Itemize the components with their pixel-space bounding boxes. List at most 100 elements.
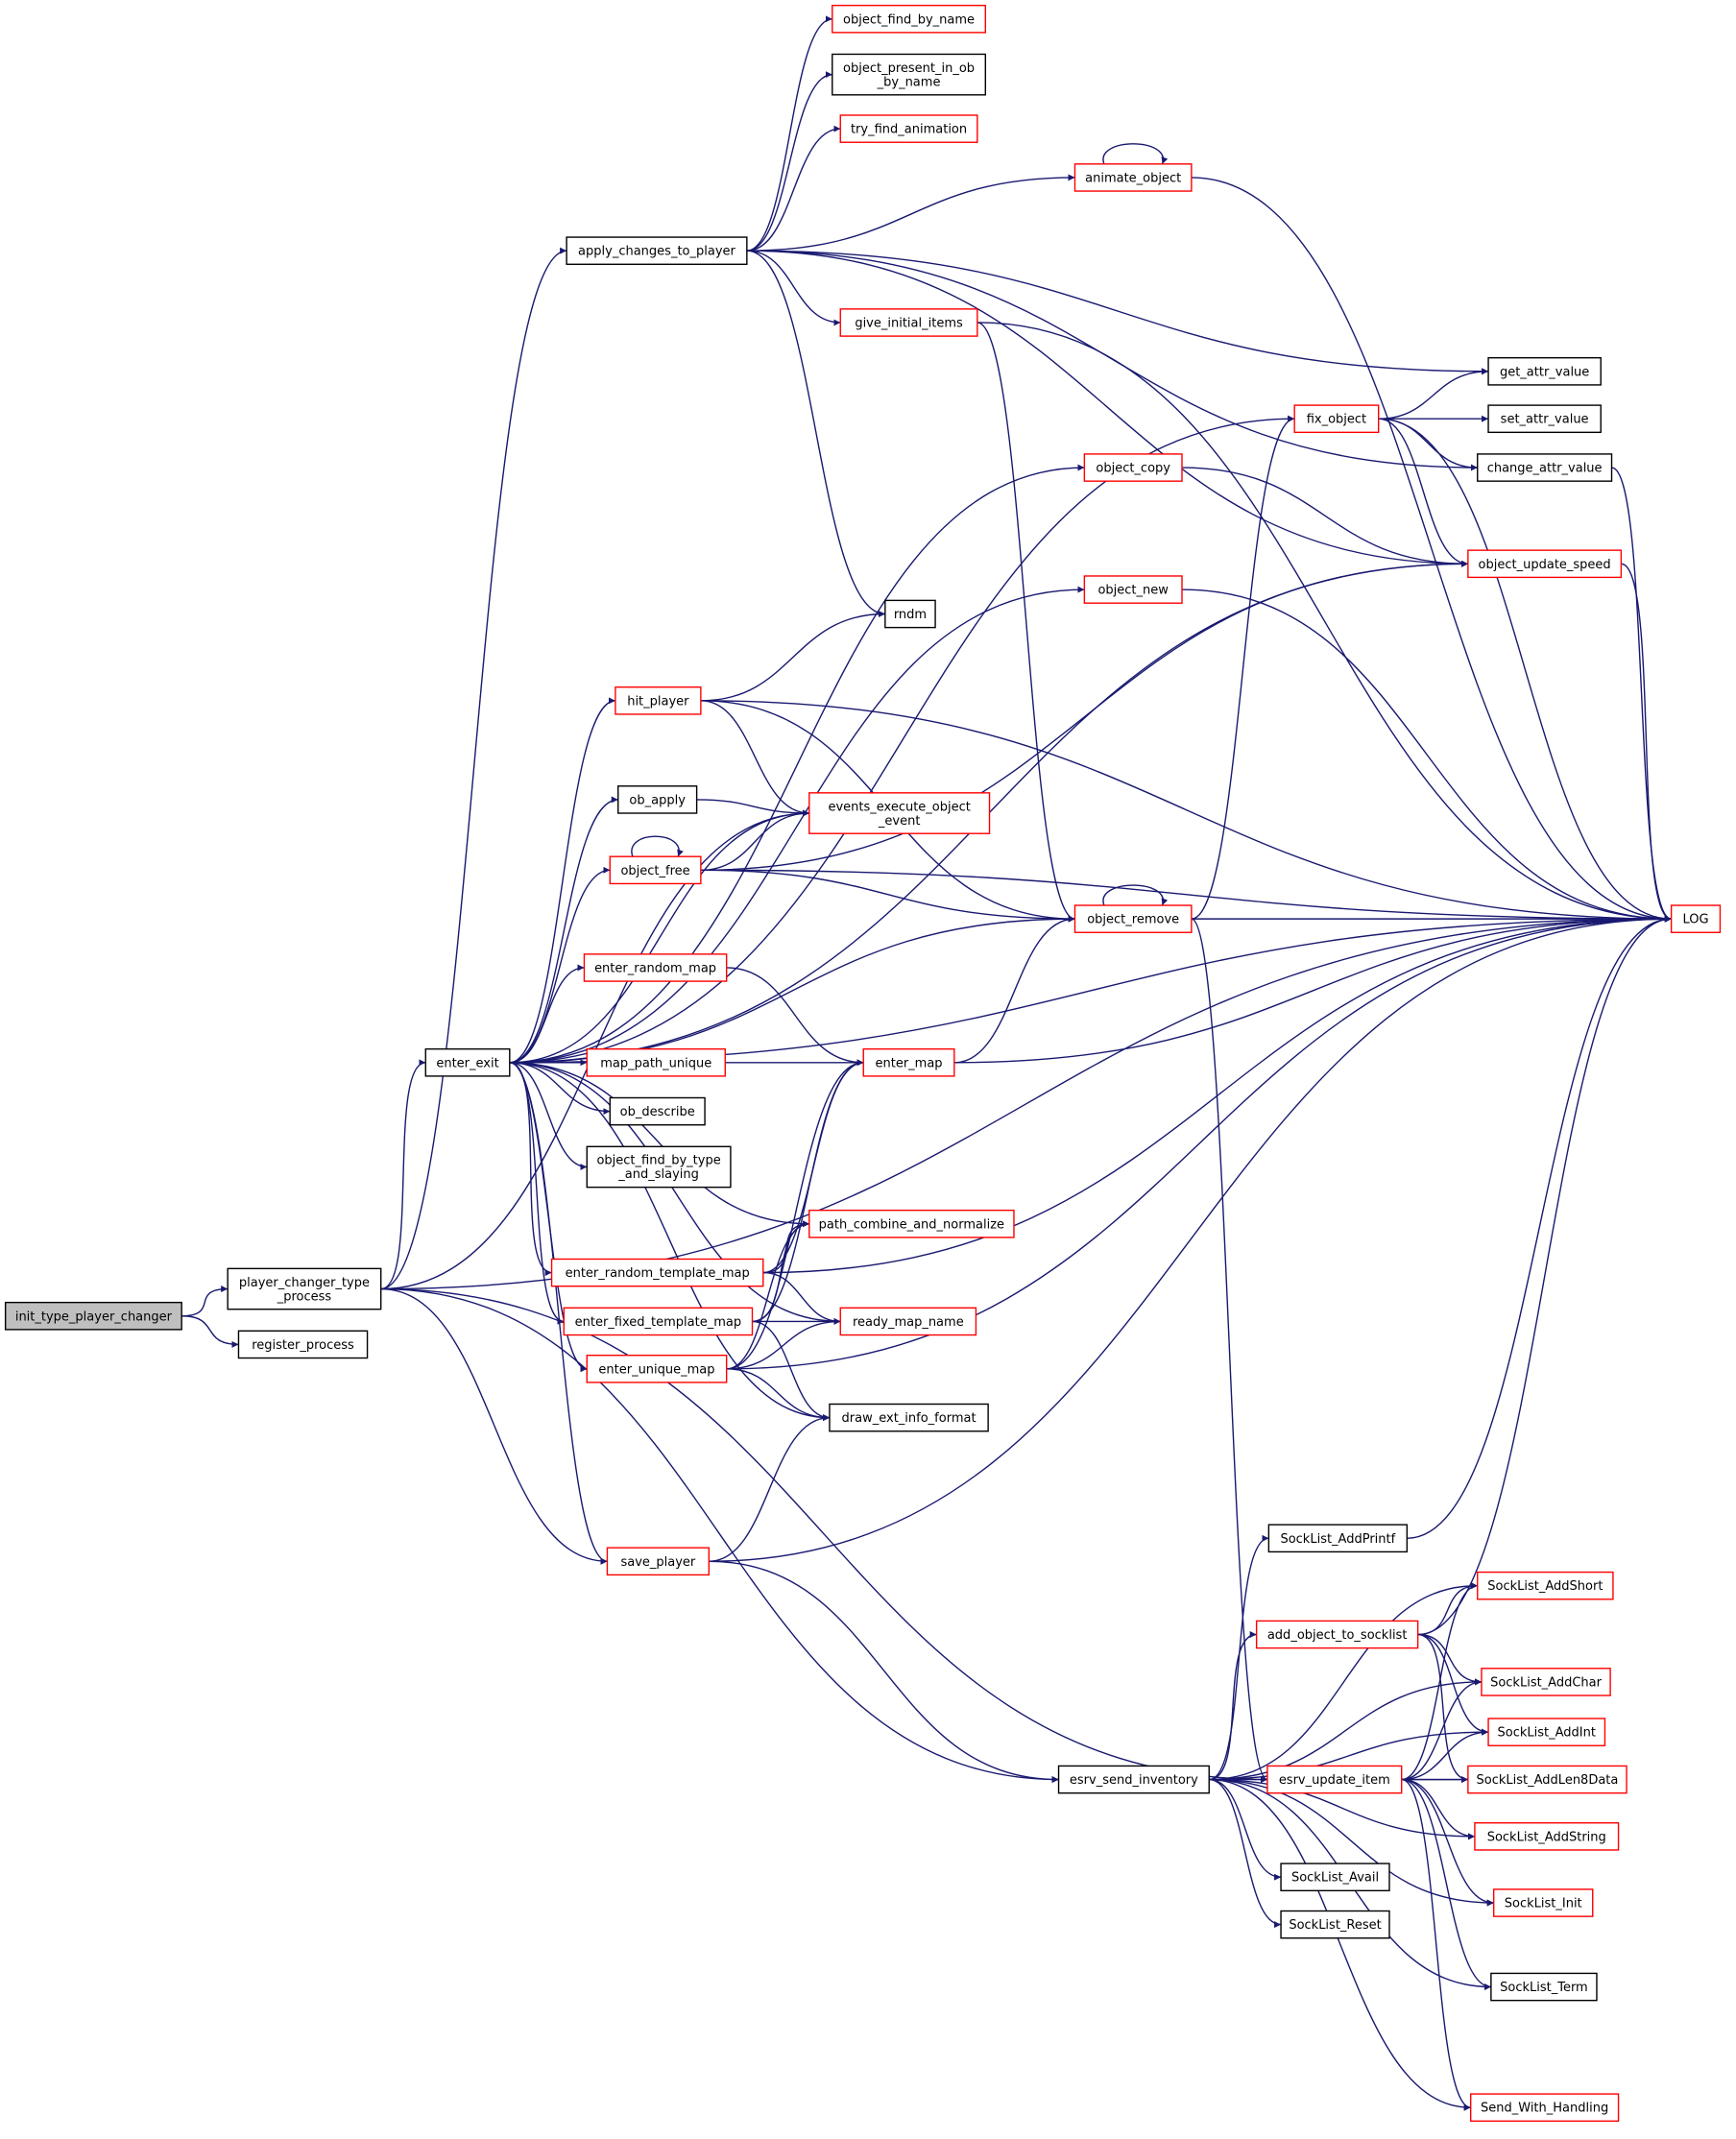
node-object-copy[interactable]: object_copy bbox=[1083, 453, 1183, 482]
edge-enter-exit-to-object-free bbox=[509, 866, 611, 1064]
node-draw-ext-info-format[interactable]: draw_ext_info_format bbox=[829, 1403, 989, 1432]
node-change-attr-value[interactable]: change_attr_value bbox=[1477, 453, 1613, 482]
node-box bbox=[839, 308, 978, 337]
node-rndm[interactable]: rndm bbox=[884, 599, 936, 629]
node-box bbox=[1469, 2093, 1620, 2123]
edge-add-object-to-socklist-to-socklist-addlen8data bbox=[1417, 1633, 1468, 1784]
edge-fix-object-to-get-attr-value bbox=[1378, 368, 1489, 420]
call-edges bbox=[181, 15, 1672, 2111]
edge-object-copy-to-object-update-speed bbox=[1181, 467, 1468, 567]
edge-object-update-speed-to-log bbox=[1621, 563, 1672, 923]
node-socklist-addchar[interactable]: SockList_AddChar bbox=[1481, 1668, 1611, 1696]
node-events-execute-object-event[interactable]: events_execute_object_event bbox=[808, 792, 991, 834]
node-label: SockList_Init bbox=[1505, 1897, 1582, 1911]
node-box bbox=[1255, 1620, 1419, 1649]
node-box bbox=[839, 1307, 977, 1336]
node-path-combine-and-normalize[interactable]: path_combine_and_normalize bbox=[808, 1209, 1015, 1238]
node-try-find-animation[interactable]: try_find_animation bbox=[839, 114, 978, 143]
edge-init-type-player-changer-to-player-changer-type-process bbox=[181, 1286, 229, 1317]
node-enter-fixed-template-map[interactable]: enter_fixed_template_map bbox=[563, 1307, 754, 1336]
edge-esrv-update-item-to-send-with-handling bbox=[1401, 1778, 1471, 2111]
node-socklist-addshort[interactable]: SockList_AddShort bbox=[1477, 1571, 1614, 1600]
node-log[interactable]: LOG bbox=[1670, 904, 1722, 933]
node-socklist-init[interactable]: SockList_Init bbox=[1492, 1888, 1594, 1917]
node-fix-object[interactable]: fix_object bbox=[1293, 404, 1380, 434]
edge-enter-map-to-object-remove bbox=[953, 915, 1075, 1064]
node-ready-map-name[interactable]: ready_map_name bbox=[839, 1307, 977, 1336]
edge-object-remove-to-fix-object bbox=[1191, 415, 1295, 920]
node-box bbox=[606, 1547, 711, 1576]
node-init-type-player-changer[interactable]: init_type_player_changer bbox=[4, 1301, 182, 1331]
node-socklist-term[interactable]: SockList_Term bbox=[1490, 1972, 1598, 2002]
node-esrv-update-item[interactable]: esrv_update_item bbox=[1266, 1765, 1403, 1794]
edge-esrv-update-item-to-socklist-term bbox=[1401, 1778, 1491, 1991]
node-socklist-avail[interactable]: SockList_Avail bbox=[1280, 1863, 1390, 1892]
node-label: _event bbox=[878, 814, 921, 829]
node-ob-describe[interactable]: ob_describe bbox=[609, 1096, 706, 1126]
node-label: player_changer_type bbox=[239, 1276, 370, 1290]
edge-enter-exit-to-ob-describe bbox=[509, 1062, 611, 1116]
edge-enter-random-template-map-to-log bbox=[762, 915, 1672, 1274]
edge-enter-unique-map-to-path-combine-and-normalize bbox=[726, 1220, 809, 1370]
node-object-new[interactable]: object_new bbox=[1083, 575, 1183, 604]
node-hit-player[interactable]: hit_player bbox=[615, 686, 702, 715]
node-apply-changes-to-player[interactable]: apply_changes_to_player bbox=[566, 236, 748, 265]
edge-player-changer-type-process-to-esrv-update-item bbox=[380, 1287, 1267, 1784]
edge-enter-unique-map-to-ready-map-name bbox=[726, 1317, 841, 1370]
node-label: ob_describe bbox=[620, 1105, 695, 1119]
node-animate-object[interactable]: animate_object bbox=[1073, 163, 1193, 192]
node-map-path-unique[interactable]: map_path_unique bbox=[586, 1047, 726, 1077]
node-label: SockList_Avail bbox=[1291, 1871, 1379, 1886]
node-box bbox=[586, 1047, 726, 1077]
node-label: SockList_AddString bbox=[1487, 1830, 1606, 1844]
node-box bbox=[4, 1301, 182, 1331]
edge-ob-apply-to-events-execute-object-event bbox=[696, 799, 809, 817]
node-socklist-addprintf[interactable]: SockList_AddPrintf bbox=[1267, 1524, 1409, 1553]
node-socklist-reset[interactable]: SockList_Reset bbox=[1280, 1910, 1390, 1939]
node-object-update-speed[interactable]: object_update_speed bbox=[1467, 549, 1623, 579]
node-object-remove[interactable]: object_remove bbox=[1073, 904, 1193, 933]
node-label: SockList_Reset bbox=[1289, 1918, 1381, 1933]
node-object-find-by-name[interactable]: object_find_by_name bbox=[832, 4, 987, 34]
edge-object-free-to-object-update-speed bbox=[700, 560, 1468, 872]
node-register-process[interactable]: register_process bbox=[237, 1330, 369, 1359]
node-player-changer-type-process[interactable]: player_changer_type_process bbox=[227, 1267, 382, 1310]
node-label: enter_unique_map bbox=[598, 1362, 714, 1377]
edge-enter-exit-to-object-copy bbox=[509, 464, 1085, 1064]
node-object-present-in-ob-by-name[interactable]: object_present_in_ob_by_name bbox=[832, 53, 987, 96]
node-label: esrv_update_item bbox=[1279, 1773, 1390, 1788]
edge-apply-changes-to-player-to-rndm bbox=[746, 250, 885, 617]
node-box bbox=[862, 1047, 955, 1077]
node-socklist-addlen8data[interactable]: SockList_AddLen8Data bbox=[1467, 1765, 1628, 1794]
edge-add-object-to-socklist-to-socklist-addshort bbox=[1417, 1582, 1478, 1636]
node-ob-apply[interactable]: ob_apply bbox=[617, 785, 698, 814]
node-box bbox=[615, 686, 702, 715]
node-get-attr-value[interactable]: get_attr_value bbox=[1487, 356, 1602, 386]
edge-enter-exit-to-ob-apply bbox=[509, 796, 618, 1064]
node-esrv-send-inventory[interactable]: esrv_send_inventory bbox=[1057, 1765, 1210, 1794]
node-socklist-addstring[interactable]: SockList_AddString bbox=[1474, 1822, 1620, 1851]
node-add-object-to-socklist[interactable]: add_object_to_socklist bbox=[1255, 1620, 1419, 1649]
node-give-initial-items[interactable]: give_initial_items bbox=[839, 308, 978, 337]
node-label: SockList_AddInt bbox=[1498, 1726, 1596, 1741]
node-save-player[interactable]: save_player bbox=[606, 1547, 711, 1576]
node-enter-random-map[interactable]: enter_random_map bbox=[583, 953, 728, 982]
node-label: enter_exit bbox=[436, 1056, 498, 1070]
node-label: set_attr_value bbox=[1501, 413, 1589, 427]
node-box bbox=[1280, 1863, 1390, 1892]
edge-enter-exit-to-log bbox=[509, 915, 1672, 1064]
node-box bbox=[1267, 1524, 1409, 1553]
edge-object-free-to-log bbox=[700, 869, 1672, 923]
node-send-with-handling[interactable]: Send_With_Handling bbox=[1469, 2093, 1620, 2123]
node-object-free[interactable]: object_free bbox=[609, 855, 702, 885]
node-set-attr-value[interactable]: set_attr_value bbox=[1487, 404, 1602, 434]
node-enter-random-template-map[interactable]: enter_random_template_map bbox=[550, 1258, 764, 1287]
node-enter-map[interactable]: enter_map bbox=[862, 1047, 955, 1077]
node-socklist-addint[interactable]: SockList_AddInt bbox=[1487, 1718, 1606, 1746]
node-object-find-by-type-and-slaying[interactable]: object_find_by_type_and_slaying bbox=[586, 1145, 732, 1189]
edge-esrv-send-inventory-to-socklist-addprintf bbox=[1209, 1534, 1269, 1781]
node-enter-exit[interactable]: enter_exit bbox=[424, 1047, 511, 1077]
edge-object-remove-to-object-remove bbox=[1102, 884, 1169, 906]
edge-esrv-update-item-to-socklist-init bbox=[1401, 1778, 1494, 1907]
node-enter-unique-map[interactable]: enter_unique_map bbox=[586, 1354, 728, 1383]
